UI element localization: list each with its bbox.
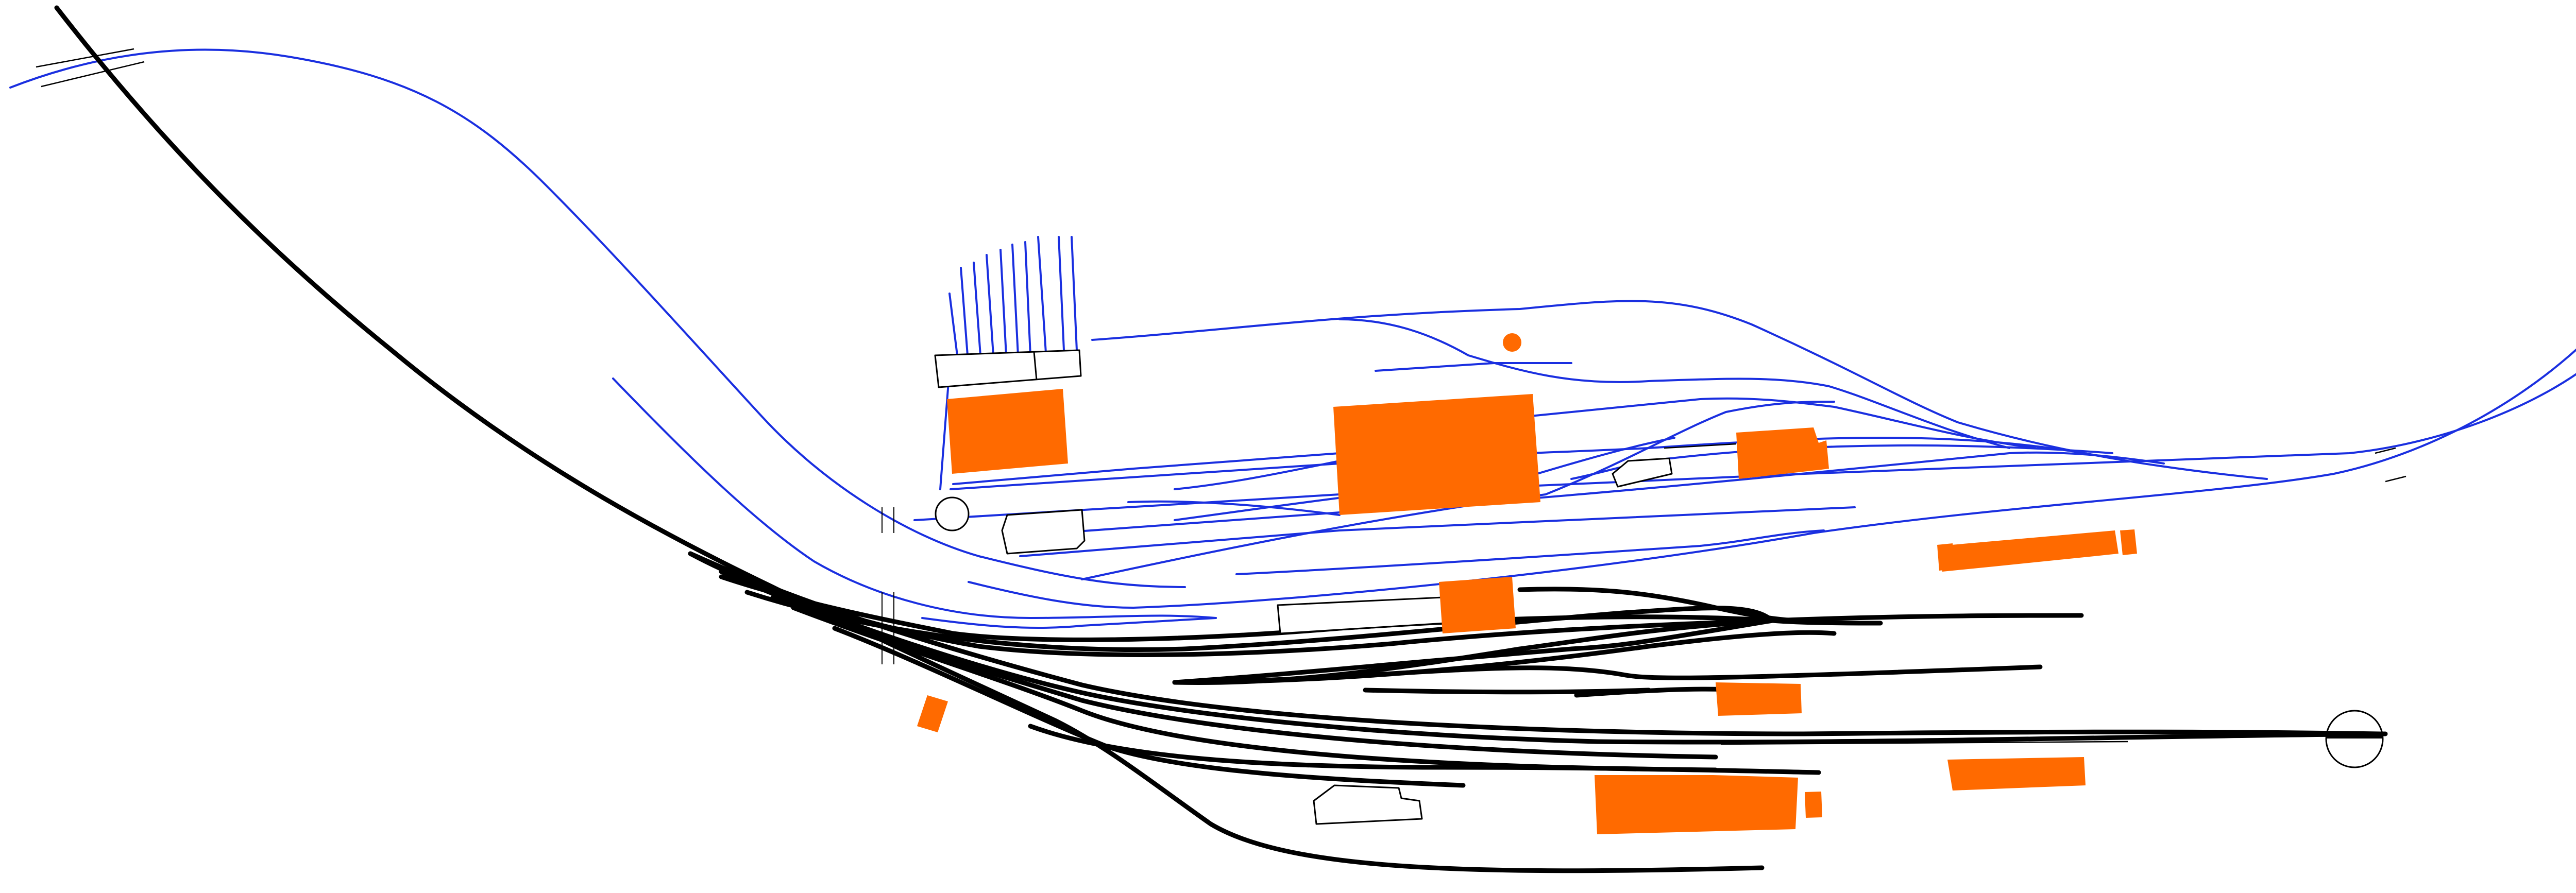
outline-building-b (1277, 596, 1446, 634)
fan-track (960, 267, 969, 356)
siding-lower-a (921, 617, 1217, 629)
siding-tracks (9, 48, 2576, 629)
outline-building-d (1612, 457, 1673, 488)
building-depot (947, 389, 1068, 474)
fan-track (1011, 244, 1019, 356)
siding-inner-curve (612, 377, 1217, 619)
building-south-large (1595, 775, 1798, 834)
buildings (917, 333, 2137, 834)
track-side-branch (1517, 587, 1806, 623)
fan-track (1024, 241, 1031, 356)
siding-parallel-3 (952, 452, 1341, 485)
track-yard-4 (1028, 724, 1821, 775)
building-yard-east-tip (1937, 543, 1955, 571)
building-south-small (1805, 792, 1822, 818)
fan-track (1037, 236, 1047, 354)
track-mid-branch (1172, 664, 2043, 685)
siding-upper-c (1375, 362, 1572, 372)
outline-building-c (1313, 784, 1423, 825)
fan-track (999, 249, 1007, 356)
siding-crossover-c (1127, 500, 1341, 516)
turntables (935, 496, 2384, 768)
fan-track (986, 254, 994, 356)
building-water-tower (1503, 333, 1521, 352)
building-south-east (1947, 757, 2086, 791)
building-yard-east (1940, 530, 2119, 572)
track-west-b (719, 574, 1775, 642)
main-line-through (688, 551, 2383, 736)
siding-lower-curve-d (1235, 529, 1825, 575)
siding-long-curve (9, 48, 1186, 588)
outline-structures (934, 349, 1673, 825)
building-yard-east-small (2120, 529, 2137, 555)
thin-line (1720, 741, 2128, 745)
track-west-c (744, 590, 1775, 652)
building-goods-shed (1716, 682, 1802, 716)
siding-parallel-4 (1019, 506, 1856, 557)
turntable-east (2325, 710, 2384, 768)
fan-track (948, 293, 958, 356)
thin-line (2375, 447, 2396, 454)
siding-upper-b (1338, 318, 2010, 449)
thin-line (1664, 443, 1737, 449)
engine-shed-divider (1033, 351, 1038, 381)
building-west-hut (917, 695, 948, 732)
turntable-west (935, 496, 970, 531)
crossing-ticks (882, 507, 894, 664)
fan-track (1071, 236, 1078, 351)
building-station (1439, 577, 1516, 633)
thin-line (36, 48, 134, 68)
shed-fan-tracks (939, 236, 1078, 490)
track-yard-2 (791, 605, 1718, 772)
fan-track (1058, 236, 1065, 351)
main-line-2 (719, 569, 2388, 745)
building-mid-east (1736, 427, 1829, 479)
siding-curve-mid (1519, 397, 2036, 449)
main-tracks (54, 5, 2388, 873)
siding-crossover-d (1174, 460, 1341, 490)
thin-line (2385, 475, 2406, 483)
building-warehouse-large (1333, 394, 1540, 515)
thin-line (41, 61, 145, 88)
siding-crossover-a (1081, 401, 1835, 580)
outline-building-a (1001, 509, 1086, 555)
siding-upper-long (1091, 300, 2268, 480)
siding-lower-b (968, 348, 2576, 609)
thin-lines (36, 48, 2406, 745)
engine-shed (934, 349, 1082, 388)
fan-track (973, 262, 981, 356)
